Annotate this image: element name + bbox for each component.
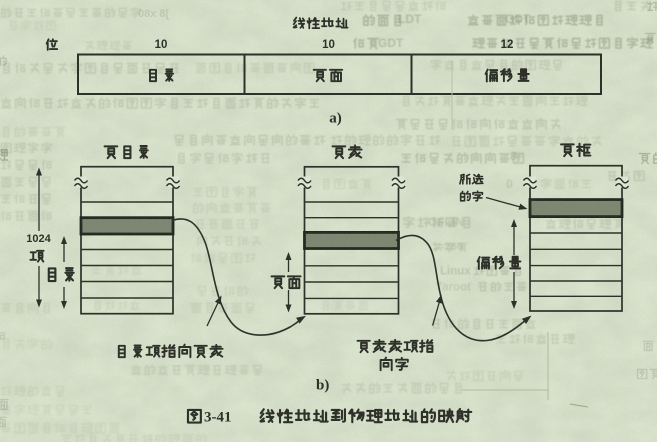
svg-text:a): a) (329, 111, 342, 127)
svg-text:GDT: GDT (378, 36, 404, 50)
svg-text:10: 10 (155, 39, 168, 51)
svg-text:10: 10 (322, 39, 335, 51)
svg-text:1=256: 1=256 (432, 241, 463, 253)
svg-text:08x 8[: 08x 8[ (138, 8, 170, 20)
svg-text:OFLIN: OFLIN (428, 215, 464, 229)
svg-text:12: 12 (501, 39, 514, 51)
svg-text:GDT: GDT (505, 12, 531, 26)
svg-text:0: 0 (506, 177, 513, 191)
svg-text:b): b) (316, 378, 329, 394)
svg-text:Taroot: Taroot (436, 281, 471, 293)
svg-text:3-41: 3-41 (204, 410, 232, 426)
svg-text:8: 8 (510, 149, 517, 163)
svg-text:Linux: Linux (440, 265, 471, 277)
svg-text:LDT: LDT (398, 12, 422, 26)
svg-text:1024: 1024 (26, 233, 51, 245)
